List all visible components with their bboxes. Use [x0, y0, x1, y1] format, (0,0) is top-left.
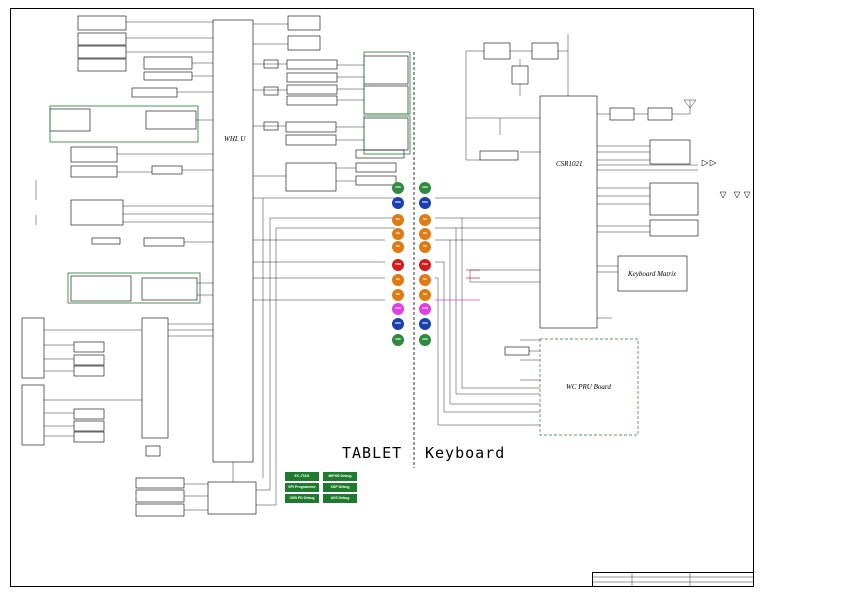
csr-label: CSR1021 [556, 160, 583, 168]
tablet-connector-pin-10: DBG [392, 318, 404, 330]
mcu-block [212, 19, 254, 463]
mipi30-debug-box: MIPI30 Debug [323, 472, 357, 481]
tablet-connector-pin-8: SIG [392, 289, 404, 301]
mcu-label: WHL U [224, 135, 246, 143]
keyboard-connector-pin-10: DBG [419, 318, 431, 330]
ec-jtag-debug-box: EC JTAG [285, 472, 319, 481]
keyboard-connector-pin-6: PWR [419, 259, 431, 271]
keyboard-connector-pin-9: USB [419, 303, 431, 315]
schematic-sheet-border [10, 8, 754, 587]
tablet-connector-pin-3: SIG [392, 214, 404, 226]
csr-block [539, 95, 598, 329]
keyboard-matrix-block [617, 255, 688, 292]
keyboard-section-label: Keyboard [425, 444, 506, 462]
keyboard-connector-pin-5: SIG [419, 241, 431, 253]
tablet-connector-pin-4: SIG [392, 228, 404, 240]
tablet-connector-pin-7: SIG [392, 274, 404, 286]
keyboard-matrix-label: Keyboard Matrix [628, 270, 677, 278]
tablet-connector-pin-1: GND [392, 182, 404, 194]
tablet-section-label: TABLET [342, 444, 403, 462]
tablet-connector-pin-6: PWR [392, 259, 404, 271]
keyboard-connector-pin-1: GND [419, 182, 431, 194]
tablet-connector-pin-2: DBG [392, 197, 404, 209]
keyboard-connector-pin-11: GND [419, 334, 431, 346]
tablet-connector-pin-5: SIG [392, 241, 404, 253]
keyboard-connector-pin-3: SIG [419, 214, 431, 226]
wc-board-label: WC PRU Board [566, 383, 611, 391]
keyboard-connector-pin-2: DBG [419, 197, 431, 209]
wc-board-outline [539, 338, 639, 436]
spi-programmer-box: SPI Programmer [285, 483, 319, 492]
avs-debug-box: AVS Debug [323, 494, 357, 503]
keyboard-connector-pin-7: SIG [419, 274, 431, 286]
usb-pd-debug-box: USB PD Debug [285, 494, 319, 503]
keyboard-connector-pin-8: SIG [419, 289, 431, 301]
title-block [592, 572, 754, 587]
tablet-connector-pin-9: USB [392, 303, 404, 315]
tablet-connector-pin-11: GND [392, 334, 404, 346]
keyboard-connector-pin-4: SIG [419, 228, 431, 240]
xdp-debug-box: XDP Debug [323, 483, 357, 492]
